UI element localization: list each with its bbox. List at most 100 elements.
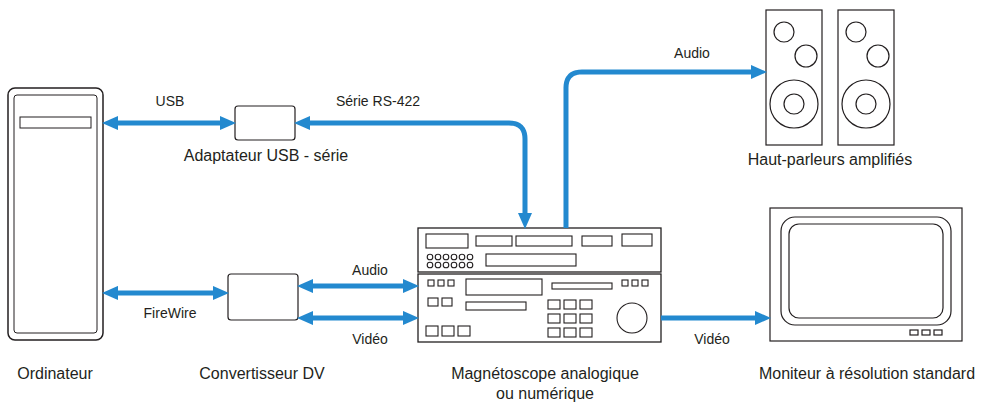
device-label: Ordinateur <box>0 364 125 384</box>
speaker-pair <box>856 94 876 114</box>
speaker-pair <box>770 80 818 128</box>
tape-deck <box>552 283 612 289</box>
device-node: Convertisseur DV <box>228 274 298 320</box>
tape-deck <box>582 236 612 246</box>
video-monitor <box>922 330 930 335</box>
tape-deck <box>564 328 576 337</box>
device-node: Ordinateur <box>8 88 103 340</box>
tape-deck <box>418 228 661 342</box>
tape-deck <box>459 254 465 260</box>
device-node: Haut-parleurs amplifiés <box>766 10 894 145</box>
tape-deck <box>580 300 592 309</box>
device-node: Magnétoscope analogique ou numérique <box>418 228 661 342</box>
tape-deck <box>427 262 433 268</box>
tape-deck <box>459 262 465 268</box>
speaker-pair <box>784 94 804 114</box>
tape-deck <box>548 300 560 309</box>
device-caption: Ordinateur <box>0 364 125 384</box>
speaker-pair <box>774 22 794 42</box>
signal-label: Série RS-422 <box>336 93 420 109</box>
tape-deck <box>548 328 560 337</box>
speaker-pair <box>838 10 894 145</box>
video-monitor <box>789 224 943 318</box>
signal-label: Vidéo <box>352 331 388 347</box>
tape-deck <box>622 234 652 246</box>
device-caption: Haut-parleurs amplifiés <box>715 150 945 170</box>
tape-deck <box>426 234 468 248</box>
signal-connector <box>310 123 525 213</box>
signal-label: Audio <box>352 262 388 278</box>
device-caption: Convertisseur DV <box>177 364 347 384</box>
signal-connector <box>313 284 403 289</box>
tape-deck <box>448 280 454 286</box>
signal-connector <box>661 315 755 320</box>
usb-serial-adapter <box>235 106 295 140</box>
device-label: Convertisseur DV <box>177 364 347 384</box>
signal-label: Vidéo <box>694 331 730 347</box>
signal-label: FireWire <box>144 305 197 321</box>
signal-connector <box>118 121 220 126</box>
tape-deck <box>548 314 560 323</box>
tape-deck <box>564 300 576 309</box>
tape-deck <box>428 298 438 306</box>
tape-deck <box>438 280 444 286</box>
tape-deck <box>443 254 449 260</box>
device-label: Haut-parleurs amplifiés <box>715 150 945 170</box>
video-monitor <box>770 208 962 341</box>
tape-deck <box>442 298 452 306</box>
device-caption: Magnétoscope analogique ou numérique <box>445 364 645 404</box>
signal-connector <box>313 315 403 320</box>
computer-tower <box>14 95 97 333</box>
tape-deck <box>466 302 526 310</box>
device-label: Magnétoscope analogique ou numérique <box>445 364 645 404</box>
device-label: Adaptateur USB - série <box>156 146 376 166</box>
tape-deck <box>442 326 454 336</box>
speaker-pair <box>795 45 817 67</box>
computer-tower <box>8 88 103 340</box>
speaker-pair <box>867 45 889 67</box>
device-node: Moniteur à résolution standard <box>770 208 962 341</box>
device-label: Moniteur à résolution standard <box>747 364 982 384</box>
tape-deck <box>564 314 576 323</box>
computer-tower <box>8 88 103 340</box>
tape-deck <box>466 279 542 295</box>
tape-deck <box>426 326 438 336</box>
tape-deck <box>427 254 433 260</box>
signal-connector <box>118 290 213 295</box>
tape-deck <box>451 262 457 268</box>
tape-deck <box>428 280 434 286</box>
video-monitor <box>910 330 918 335</box>
tape-deck <box>467 254 473 260</box>
video-monitor <box>781 217 951 325</box>
tape-deck <box>451 254 457 260</box>
tape-deck <box>435 262 441 268</box>
signal-connector <box>566 72 751 228</box>
video-monitor <box>934 330 942 335</box>
signal-label: Audio <box>674 45 710 61</box>
device-node: Adaptateur USB - série <box>235 106 295 140</box>
tape-deck <box>458 326 470 336</box>
tape-deck <box>476 236 512 246</box>
tape-deck <box>642 280 648 286</box>
tape-deck <box>617 303 647 333</box>
tape-deck <box>580 328 592 337</box>
tape-deck <box>418 228 661 272</box>
device-caption: Moniteur à résolution standard <box>747 364 982 384</box>
usb-serial-adapter <box>235 106 295 140</box>
tape-deck <box>435 254 441 260</box>
tape-deck <box>486 254 576 266</box>
speaker-pair <box>766 10 894 145</box>
speaker-pair <box>766 10 822 145</box>
dv-converter <box>228 274 298 320</box>
signal-label: USB <box>156 93 185 109</box>
computer-tower <box>20 117 91 128</box>
speaker-pair <box>846 22 866 42</box>
tape-deck <box>467 262 473 268</box>
tape-deck <box>622 280 628 286</box>
device-caption: Adaptateur USB - série <box>156 146 376 166</box>
